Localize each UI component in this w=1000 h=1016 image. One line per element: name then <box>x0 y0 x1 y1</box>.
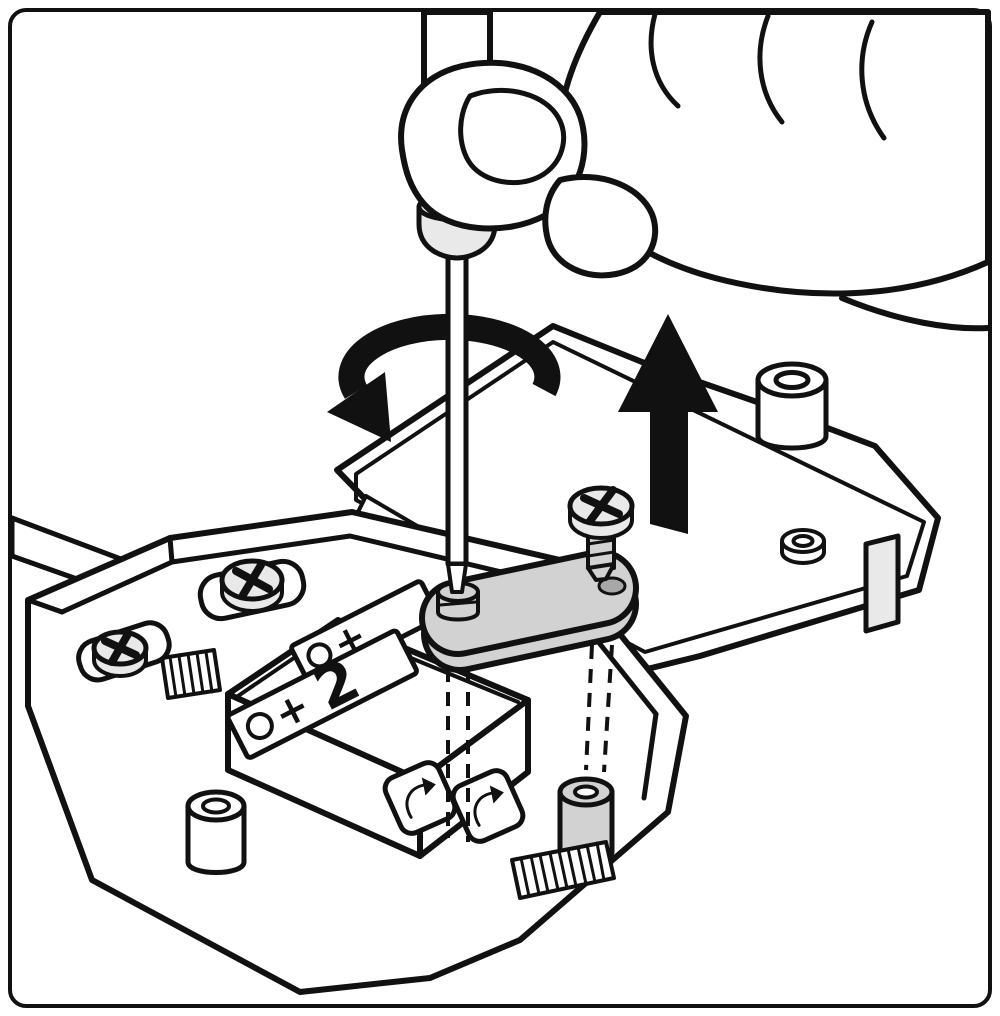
lid-screw-hole <box>780 528 826 565</box>
terminal-block: + + 2 <box>225 579 531 859</box>
cable-gland-boss <box>755 361 829 451</box>
wrist-line <box>839 295 991 332</box>
lid-tab <box>863 533 901 634</box>
fingertip <box>542 174 659 279</box>
screwdriver-shaft <box>445 249 469 567</box>
driven-screw <box>436 581 480 622</box>
phillips-screw-2 <box>91 629 149 678</box>
phillips-screw-1 <box>219 558 285 613</box>
terminal-plate-2: + 2 <box>225 628 419 760</box>
terminal-opening-2 <box>450 768 526 844</box>
right-serration <box>510 840 616 900</box>
clamp-tab-2 <box>76 620 172 683</box>
clamp-tab-1 <box>197 558 307 622</box>
terminal-hole-icon <box>245 712 274 741</box>
hand <box>398 9 991 332</box>
lift-arrow-icon <box>618 314 718 534</box>
alignment-guides <box>446 644 614 842</box>
left-serration <box>160 648 222 700</box>
screwdriver-tip <box>446 562 468 594</box>
phillips-screw-3 <box>567 485 635 582</box>
link-bracket <box>419 549 639 673</box>
screwdriver <box>445 249 469 594</box>
front-post <box>185 789 247 875</box>
thumbnail <box>458 88 567 186</box>
terminal-opening-1 <box>382 760 458 836</box>
bracket-hole <box>597 576 627 596</box>
